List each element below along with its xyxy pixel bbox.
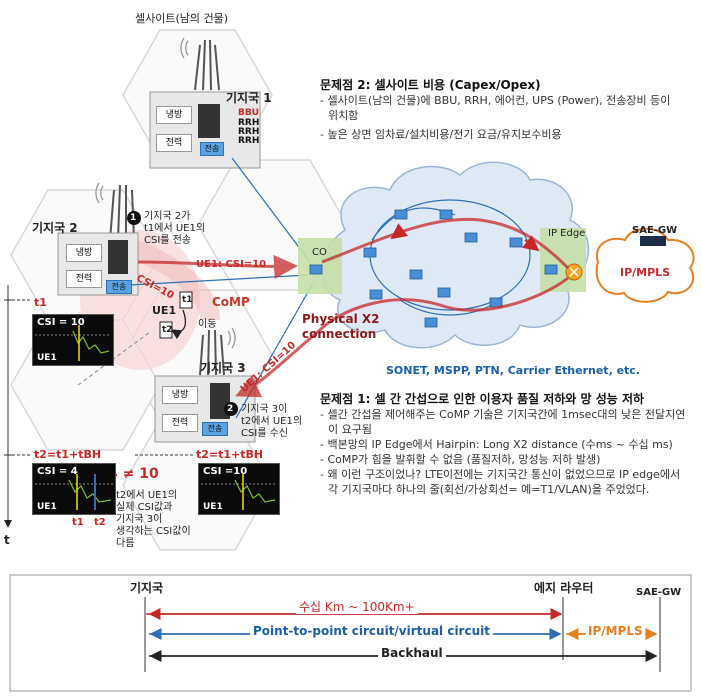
bs2-power: 전력 (66, 270, 102, 288)
bs3-power: 전력 (162, 414, 198, 432)
sae-gw-label: SAE-GW (632, 225, 678, 236)
sonet-label: SONET, MSPP, PTN, Carrier Ethernet, etc. (386, 364, 640, 377)
csi-value: CSI = 10 (37, 317, 85, 328)
step1-text: 기지국 2가 t1에서 UE1의 CSI를 전송 (144, 211, 206, 246)
bs1-unit-bbu: BBU (238, 108, 260, 118)
csi-axis-t1: t1 (72, 517, 84, 528)
csi-ue: UE1 (37, 502, 57, 512)
step3-text: t2에서 UE1의 실제 CSI값과 기지국 3이 생각하는 CSI값이 다름 (116, 490, 191, 549)
bs3-title: 기지국 3 (200, 361, 246, 375)
problem1-item: 백본망의 IP Edge에서 Hairpin: Long X2 distance… (320, 437, 692, 452)
bs2-transport: 전송 (106, 280, 132, 294)
problem2-item: 셀사이트(남의 건물)에 BBU, RRH, 에어컨, UPS (Power),… (320, 93, 680, 123)
bs1-title: 기지국 1 (226, 91, 272, 105)
bs1-transport: 전송 (200, 142, 224, 156)
physical-x2-label: Physical X2 connection (302, 312, 380, 341)
problem1-block: 문제점 1: 셀 간 간섭으로 인한 이용자 품질 저하와 망 성능 저하 셀간… (320, 392, 692, 497)
antenna-bs1-icon (180, 37, 220, 91)
ip-mpls-cloud (595, 227, 695, 303)
comp-label: CoMP (212, 295, 250, 309)
antenna-bs3-icon (199, 327, 236, 376)
problem2-heading: 문제점 2: 셀사이트 비용 (Capex/Opex) (320, 78, 541, 92)
timeline-t2-right: t2=t1+tBH (196, 448, 264, 461)
problem1-item: CoMP가 힘을 발휘할 수 없음 (품질저하, 망성능 저하 발생) (320, 452, 692, 467)
network-nodes (309, 209, 558, 328)
bottom-ip-mpls-label: IP/MPLS (586, 624, 645, 638)
antenna-bs2-icon (95, 182, 135, 241)
bs1-unit-rrh: RRH (238, 118, 260, 128)
bs1-unit-rrh: RRH (238, 136, 260, 146)
distance-label: 수십 Km ~ 100Km+ (296, 601, 418, 614)
ue-move-label: 이동 (198, 319, 217, 330)
p2p-label: Point-to-point circuit/virtual circuit (250, 625, 493, 638)
bs3-cooling: 냉방 (162, 386, 198, 404)
step2-text: 기지국 3이 t2에서 UE1의 CSI를 수신 (241, 404, 303, 439)
co-label: CO (312, 247, 327, 258)
csi-value: CSI =10 (203, 466, 248, 477)
csi-value: CSI = 4 (37, 466, 78, 477)
csi-axis-t2: t2 (94, 517, 106, 528)
backhaul-label: Backhaul (378, 647, 446, 660)
bs2-cooling: 냉방 (66, 244, 102, 262)
time-axis-label: t (4, 533, 10, 547)
bs1-cooling: 냉방 (156, 106, 192, 124)
ue1-csi-label: UE1: CSI=10 (196, 259, 267, 270)
problem2-block: 문제점 2: 셀사이트 비용 (Capex/Opex) 셀사이트(남의 건물)에… (320, 78, 680, 142)
ip-edge-label: IP Edge (548, 228, 586, 239)
step1-number: 1 (130, 213, 137, 223)
ip-mpls-label: IP/MPLS (620, 266, 671, 279)
bs3-transport: 전송 (202, 422, 228, 436)
ue-t2-tag: t2 (162, 325, 173, 335)
csi-ue: UE1 (203, 502, 223, 512)
timeline (4, 285, 195, 528)
csi-box-t2: CSI = 4 UE1 (32, 463, 116, 515)
problem1-item: 왜 이런 구조이었나? LTE이전에는 기지국간 통신이 없었으므로 IP ed… (320, 467, 692, 497)
bs1-unit-rrh: RRH (238, 127, 260, 137)
step2-number: 2 (227, 404, 234, 414)
timeline-t2: t2=t1+tBH (34, 448, 102, 461)
problem2-item: 높은 상면 임차료/설치비용/전기 요금/유지보수비용 (320, 127, 680, 142)
bottom-sae-gw-label: SAE-GW (636, 587, 682, 598)
bottom-bs-label: 기지국 (130, 581, 164, 595)
bs2-title: 기지국 2 (32, 221, 78, 235)
timeline-t1: t1 (34, 296, 47, 309)
ue-phone-t1 (179, 291, 193, 309)
bs1-power: 전력 (156, 134, 192, 152)
problem1-item: 셀간 간섭을 제어해주는 CoMP 기술은 기지국간에 1msec대의 낮은 전… (320, 407, 692, 437)
step3-neq: 4 ≠ 10 (108, 466, 159, 482)
sae-gw-icon (640, 236, 666, 246)
ue-t1-tag: t1 (182, 295, 193, 305)
csi-ue: UE1 (37, 353, 57, 363)
ue-label: UE1 (152, 304, 177, 317)
hairpin-path (137, 217, 570, 398)
cell-site-label: 셀사이트(남의 건물) (135, 12, 229, 25)
bottom-edge-router-label: 에지 라우터 (534, 581, 594, 595)
problem1-heading: 문제점 1: 셀 간 간섭으로 인한 이용자 품질 저하와 망 성능 저하 (320, 392, 645, 406)
csi-box-bs3: CSI =10 UE1 (198, 463, 280, 515)
csi-box-t1: CSI = 10 UE1 (32, 314, 114, 366)
